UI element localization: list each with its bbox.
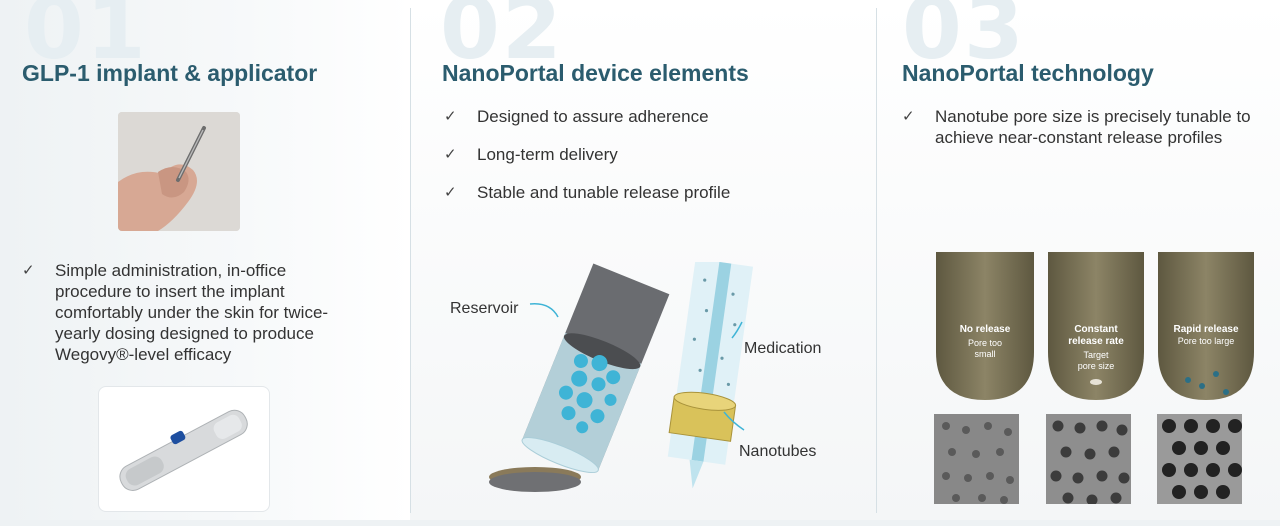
list-item: ✓Nanotube pore size is precisely tunable… [902,107,1251,147]
column-implant: 01 GLP-1 implant & applicator ✓Simple ad… [0,0,410,526]
divider [876,8,877,513]
section-title: GLP-1 implant & applicator [22,60,318,86]
implant-photo [118,112,240,231]
sem-image-small-pores [934,414,1019,504]
check-icon: ✓ [444,108,457,125]
footer-band [0,520,1280,526]
check-icon: ✓ [444,146,457,163]
column-device-elements: 02 NanoPortal device elements ✓Designed … [412,0,877,526]
divider [410,8,411,513]
bullet-list: ✓Nanotube pore size is precisely tunable… [902,106,1262,148]
list-item: ✓Simple administration, in-office proced… [22,261,329,364]
section-title: NanoPortal device elements [442,60,749,86]
check-icon: ✓ [22,262,35,279]
applicator-image [98,386,270,512]
bullet-list: ✓Simple administration, in-office proced… [22,260,367,365]
nanotubes-label: Nanotubes [739,443,817,460]
section-number: 02 [440,0,564,79]
list-item: ✓Designed to assure adherence [444,107,709,126]
check-icon: ✓ [444,184,457,201]
list-item: ✓Long-term delivery [444,145,618,164]
section-number: 03 [902,0,1026,79]
device-diagram [489,262,754,492]
check-icon: ✓ [902,108,915,125]
sem-image-target-pores [1046,414,1131,504]
list-item: ✓Stable and tunable release profile [444,183,731,202]
section-title: NanoPortal technology [902,60,1154,86]
medication-label: Medication [744,340,822,357]
bullet-list: ✓Designed to assure adherence ✓Long-term… [444,106,844,220]
nanotube-pores-diagram [936,252,1254,400]
sem-image-large-pores [1157,414,1242,504]
column-technology: 03 NanoPortal technology ✓Nanotube pore … [878,0,1280,526]
section-number: 01 [24,0,148,79]
reservoir-label: Reservoir [450,300,519,317]
